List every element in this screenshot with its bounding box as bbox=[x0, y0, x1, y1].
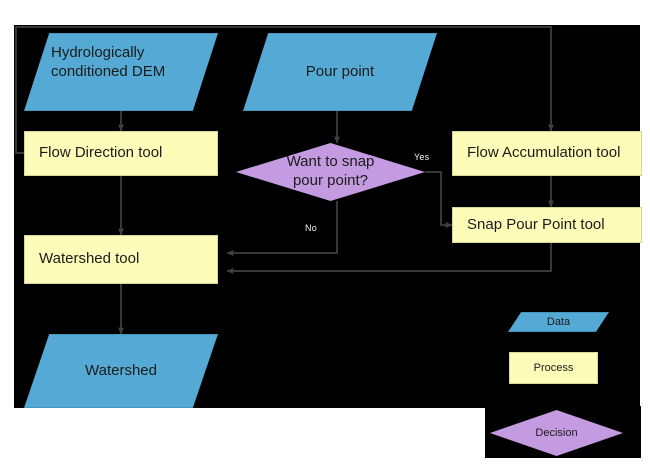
node-label: Flow Direction tool bbox=[39, 144, 163, 162]
node-label: Flow Accumulation tool bbox=[467, 144, 621, 162]
edge-decision-no-to-watershed-tool bbox=[226, 201, 338, 256]
node-watershed-tool[interactable]: Watershed tool bbox=[24, 235, 218, 284]
node-hydrologically-conditioned-dem[interactable]: Hydrologically conditioned DEM bbox=[24, 33, 218, 111]
legend-item-process: Process bbox=[509, 352, 598, 384]
node-label: Watershed bbox=[85, 361, 157, 379]
node-label: Want to snap pour point? bbox=[286, 153, 375, 189]
node-snap-pour-point-tool[interactable]: Snap Pour Point tool bbox=[452, 207, 642, 243]
node-flow-direction-tool[interactable]: Flow Direction tool bbox=[24, 131, 218, 176]
legend-label: Data bbox=[546, 316, 571, 328]
node-watershed[interactable]: Watershed bbox=[24, 334, 218, 408]
edge-snap-pour-point-to-watershed-tool bbox=[226, 243, 552, 274]
edge-flow-direction-to-flow-accumulation bbox=[15, 26, 554, 154]
legend-label: Decision bbox=[535, 427, 578, 439]
edge-decision-yes-to-snap-pour-point bbox=[425, 171, 453, 228]
node-flow-accumulation-tool[interactable]: Flow Accumulation tool bbox=[452, 131, 642, 176]
node-pour-point[interactable]: Pour point bbox=[243, 33, 437, 111]
node-label: Hydrologically conditioned DEM bbox=[51, 44, 166, 80]
edge-label-no: No bbox=[305, 223, 317, 233]
node-label: Watershed tool bbox=[39, 250, 140, 268]
node-label: Pour point bbox=[305, 62, 375, 80]
legend-label: Process bbox=[533, 362, 574, 374]
edge-label-yes: Yes bbox=[414, 152, 430, 162]
legend-item-data: Data bbox=[508, 312, 609, 332]
node-label: Snap Pour Point tool bbox=[467, 215, 605, 233]
